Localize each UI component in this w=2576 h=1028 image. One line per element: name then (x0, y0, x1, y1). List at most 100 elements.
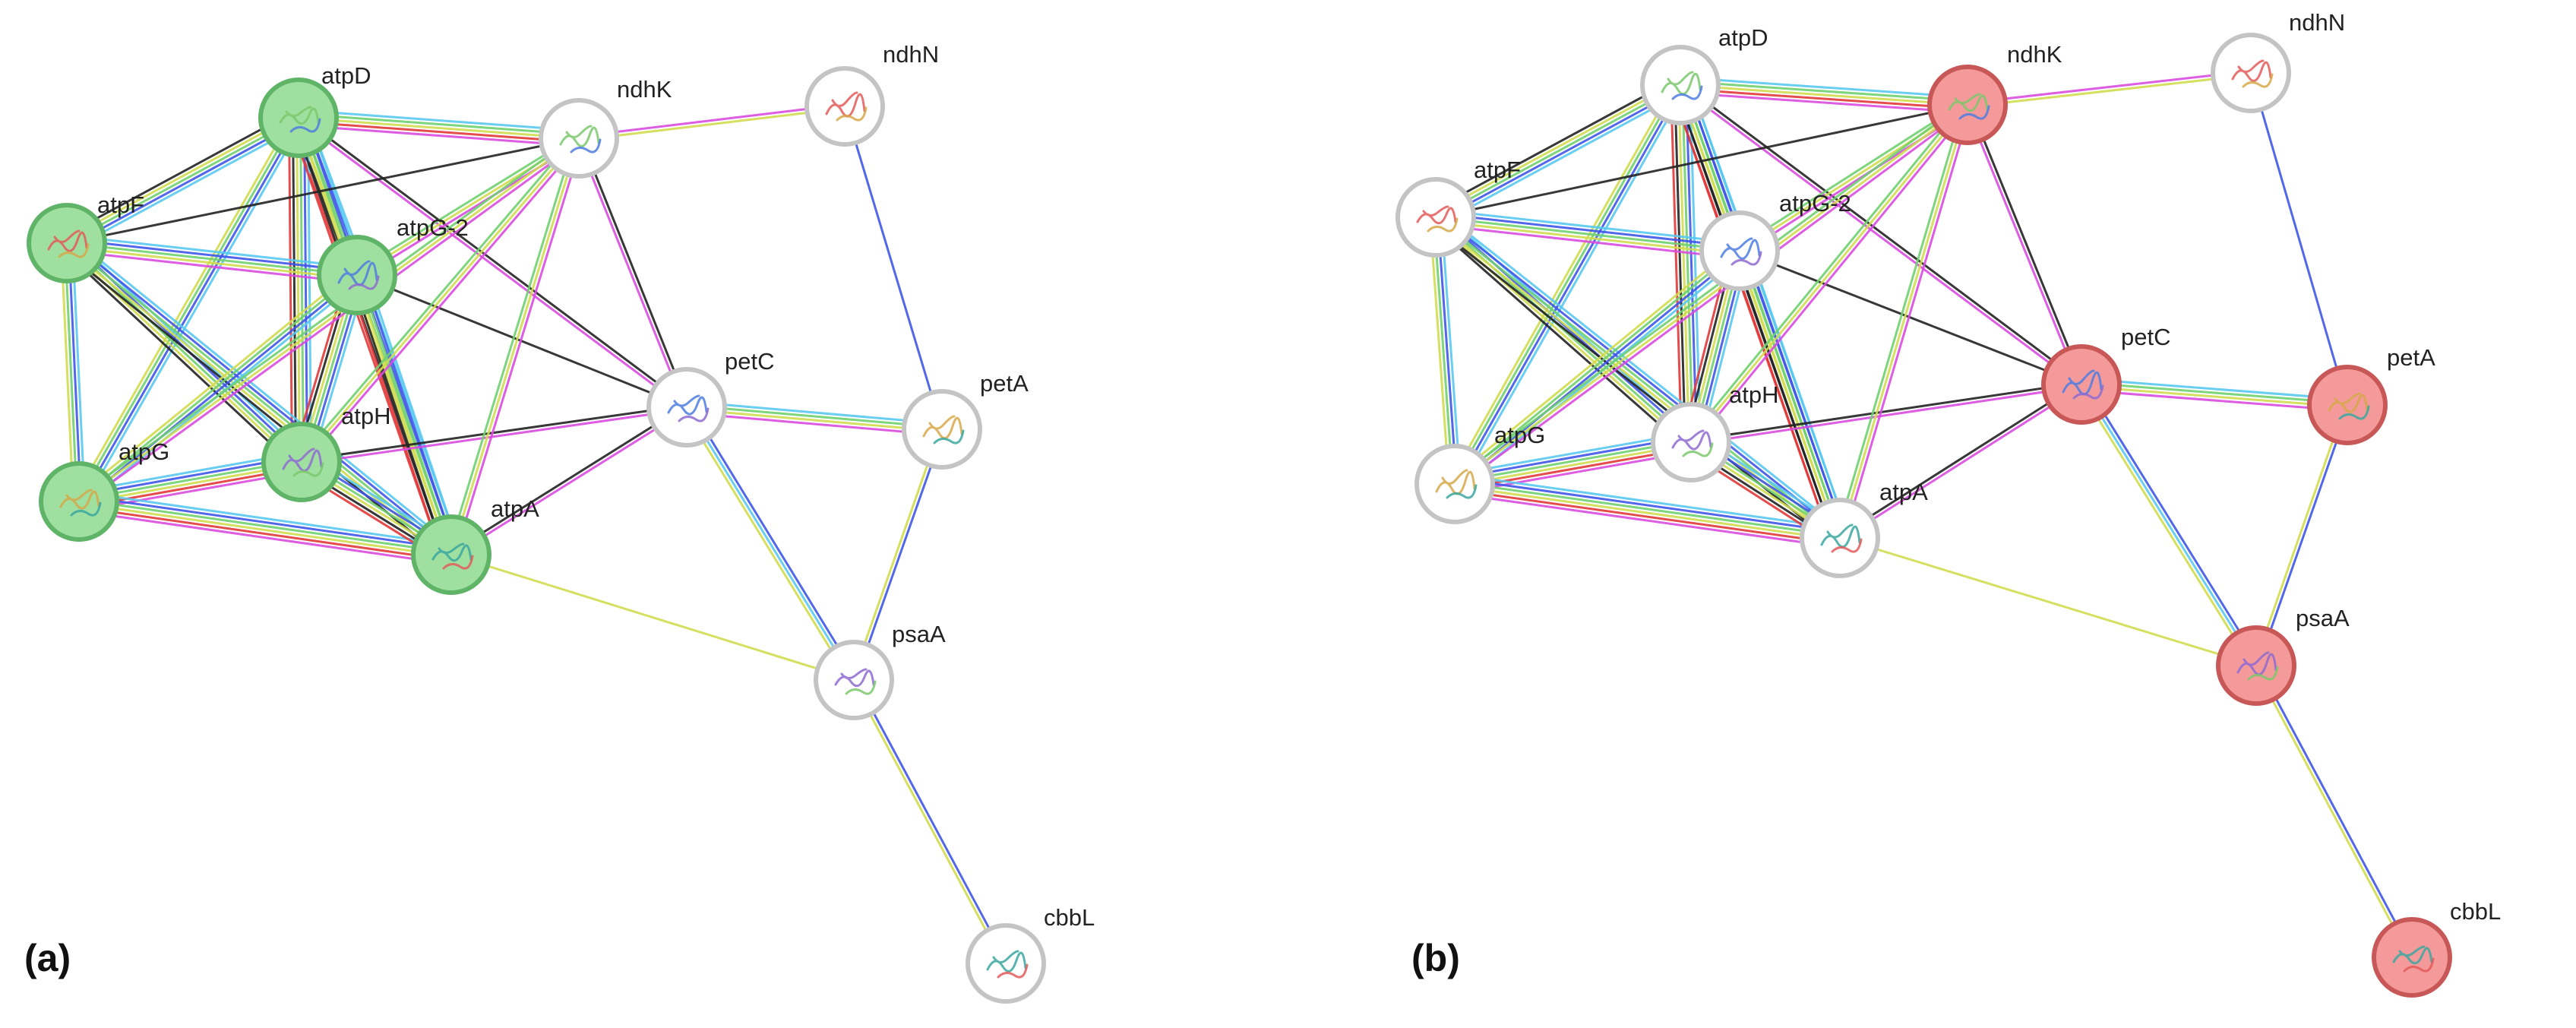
node-circle[interactable] (1800, 498, 1880, 578)
node-circle[interactable] (2307, 365, 2388, 445)
node-atpD[interactable]: atpD (1640, 24, 1768, 125)
node-petA[interactable]: petA (2307, 344, 2435, 445)
edge-atpD-atpF (1431, 77, 1685, 226)
node-circle[interactable] (1699, 210, 1780, 291)
node-ndhK[interactable]: ndhK (539, 76, 672, 179)
edge-ndhN-petA (843, 106, 943, 430)
node-atpG[interactable]: atpG (39, 438, 169, 542)
node-circle[interactable] (539, 98, 619, 179)
node-cbbL[interactable]: cbbL (2372, 898, 2501, 998)
node-ndhN[interactable]: ndhN (804, 41, 939, 147)
edge-line (1680, 87, 1968, 110)
edge-line (66, 137, 580, 245)
node-circle[interactable] (1651, 402, 1731, 482)
node-psaA[interactable]: psaA (814, 621, 946, 720)
node-circle[interactable] (27, 203, 107, 283)
node-circle[interactable] (1640, 45, 1721, 125)
node-ndhN[interactable]: ndhN (2211, 9, 2345, 113)
node-atpG[interactable]: atpG (1414, 422, 1545, 524)
edge-line (1678, 85, 2081, 387)
edge-line (68, 120, 302, 248)
node-circle[interactable] (2041, 344, 2122, 425)
node-cbbL[interactable]: cbbL (966, 904, 1095, 1004)
node-circle[interactable] (814, 640, 894, 720)
edge-line (1454, 484, 1840, 541)
edge-line (76, 116, 299, 501)
edge-line (1435, 216, 1740, 252)
protein-structure-icon (1671, 85, 1703, 100)
protein-structure-icon (279, 106, 320, 125)
edge-line (1747, 247, 1851, 536)
node-psaA[interactable]: psaA (2216, 605, 2350, 706)
edge-line (302, 117, 308, 462)
edge-line (1835, 103, 1965, 538)
node-atpG-2[interactable]: atpG-2 (1699, 190, 1851, 291)
node-circle[interactable] (1414, 444, 1495, 524)
edge-line (854, 429, 945, 682)
edge-atpA-psaA (1839, 536, 2257, 667)
node-circle[interactable] (966, 923, 1046, 1004)
edge-line (288, 118, 294, 463)
node-atpD[interactable]: atpD (258, 62, 371, 158)
edge-line (1431, 77, 1677, 212)
node-circle[interactable] (258, 77, 339, 158)
edge-line (2256, 405, 2350, 667)
edge-line (77, 509, 450, 565)
node-atpF[interactable]: atpF (1395, 157, 1521, 258)
edge-line (79, 118, 302, 503)
node-circle[interactable] (261, 422, 342, 502)
protein-structure-icon (1958, 105, 1990, 120)
edge-atpD-atpF (62, 109, 303, 251)
node-petA[interactable]: petA (902, 370, 1029, 470)
protein-structure-icon (2072, 384, 2104, 400)
node-atpF[interactable]: atpF (27, 191, 144, 283)
node-circle[interactable] (39, 461, 119, 542)
node-atpA[interactable]: atpA (1800, 479, 1928, 578)
edge-atpD-atpG (73, 114, 305, 505)
edge-line (2081, 388, 2347, 412)
node-circle[interactable] (902, 389, 982, 470)
node-circle[interactable] (2211, 33, 2291, 113)
edge-line (682, 408, 852, 683)
node-ndhK[interactable]: ndhK (1927, 41, 2062, 145)
node-circle[interactable] (1395, 177, 1476, 258)
edge-line (2253, 666, 2412, 959)
edge-line (2081, 384, 2347, 408)
edge-line (1968, 103, 2085, 384)
edge-line (1670, 85, 1683, 443)
node-petC[interactable]: petC (646, 348, 774, 448)
edge-line (2081, 378, 2348, 401)
node-circle[interactable] (2372, 917, 2452, 998)
edge-line (687, 400, 943, 425)
node-atpG-2[interactable]: atpG-2 (317, 214, 469, 315)
edge-line (303, 140, 583, 466)
node-petC[interactable]: petC (2041, 324, 2170, 425)
edge-line (578, 103, 845, 138)
node-circle[interactable] (411, 514, 491, 595)
protein-structure-icon (1720, 237, 1761, 260)
edge-line (1968, 73, 2252, 108)
node-circle[interactable] (317, 235, 397, 315)
node-label: atpA (491, 495, 539, 522)
node-atpA[interactable]: atpA (411, 495, 539, 595)
protein-structure-icon (997, 963, 1029, 979)
protein-structure-icon (834, 668, 875, 688)
edge-line (1434, 223, 1740, 260)
protein-structure-icon (47, 229, 88, 252)
edge-ndhK-petC (1964, 103, 2085, 386)
edge-ndhK-ndhN (1967, 70, 2252, 108)
edge-line (2077, 385, 2255, 669)
edge-line (296, 118, 687, 410)
node-circle[interactable] (1927, 65, 2008, 145)
edge-line (298, 134, 577, 460)
node-circle[interactable] (804, 66, 885, 147)
node-atpH[interactable]: atpH (1651, 381, 1778, 482)
node-circle[interactable] (646, 367, 727, 448)
edge-line (851, 680, 1006, 965)
edge-line (2081, 381, 2348, 405)
node-label: atpF (1474, 157, 1521, 183)
node-circle[interactable] (2216, 625, 2296, 706)
node-atpH[interactable]: atpH (261, 403, 390, 502)
edge-line (843, 106, 943, 430)
protein-structure-icon (986, 950, 1027, 973)
